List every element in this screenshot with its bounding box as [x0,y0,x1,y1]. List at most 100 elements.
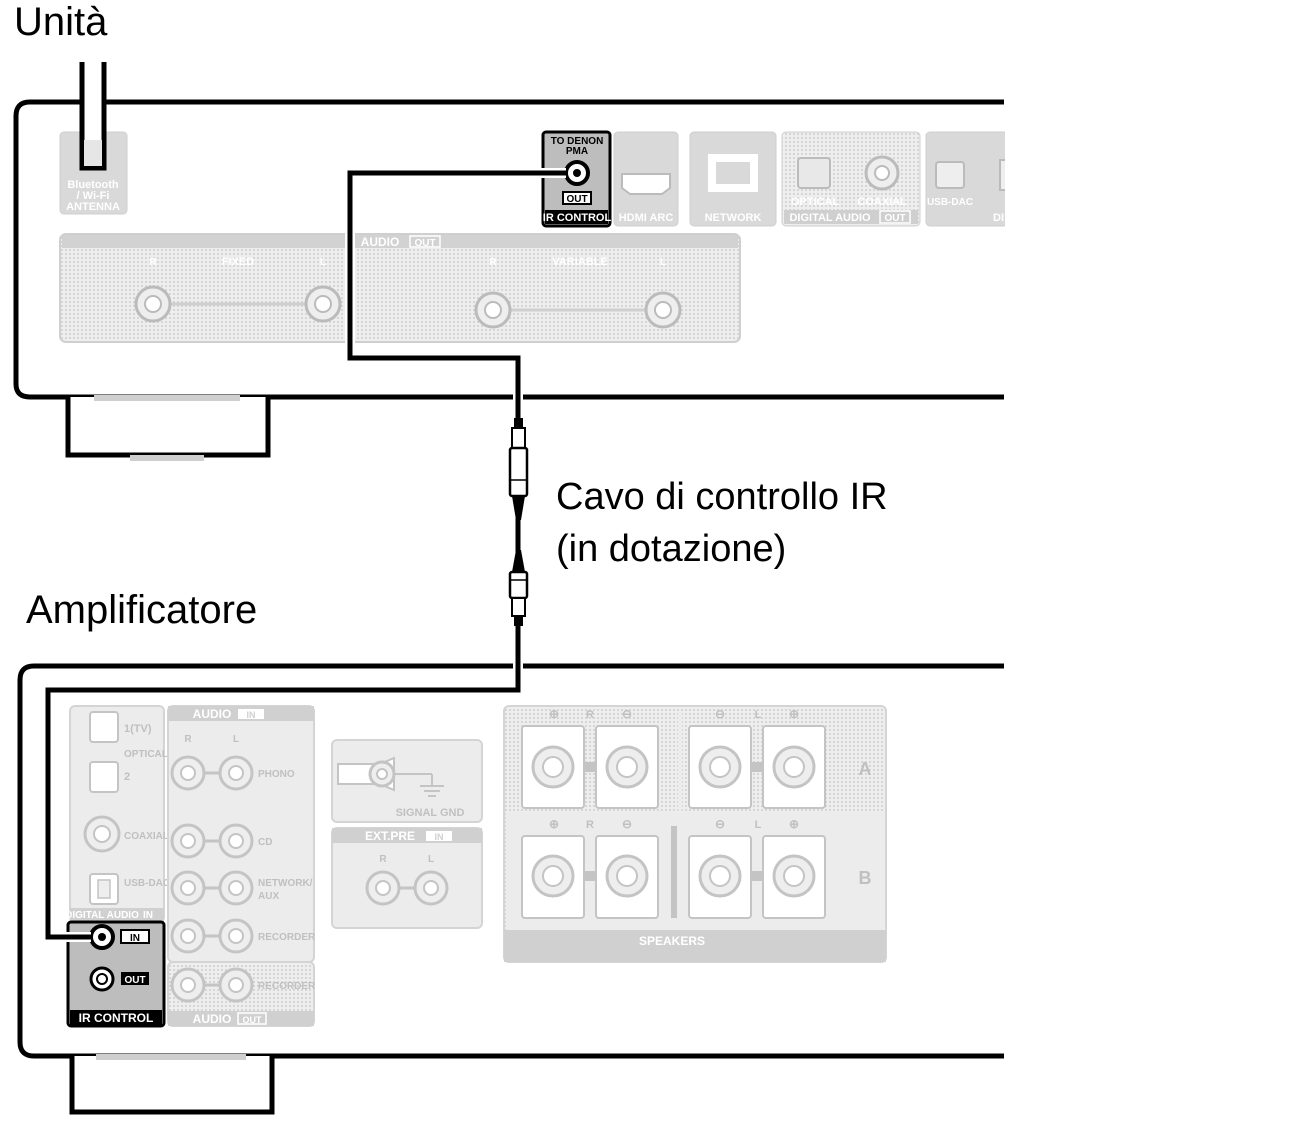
amp-coaxial-jack[interactable] [83,815,121,853]
fixed-l-jack[interactable] [304,285,342,323]
fixed-label: FIXED [222,256,254,268]
spk-a-l-label: L [755,709,762,721]
usb-dac-port[interactable]: USB-DAC DI [925,131,1017,227]
antenna-label-2: / Wi-Fi [77,190,110,202]
svg-text:⊖: ⊖ [622,707,632,721]
network-aux-jacks[interactable] [170,870,254,906]
variable-label: VARIABLE [552,256,607,268]
unit-label: Unità [14,0,108,44]
hdmi-arc-port[interactable]: HDMI ARC [613,131,679,227]
svg-text:⊕: ⊕ [549,707,559,721]
amp-audio-out-label: AUDIO [193,1012,232,1026]
audio-out-label: AUDIO [361,235,400,249]
spk-b-l-label: L [755,819,762,831]
network-aux-label-2: AUX [258,891,279,902]
ext-pre-l-label: L [428,854,434,865]
ethernet-icon [708,154,758,192]
ir-control-cable [43,168,566,942]
cd-label: CD [258,837,272,848]
svg-text:⊖: ⊖ [715,817,725,831]
usb-icon [935,161,965,189]
svg-text:⊕: ⊕ [789,817,799,831]
signal-gnd-terminal[interactable]: SIGNAL GND [331,739,483,823]
recorder-in-jacks[interactable] [170,918,254,954]
recorder-out-label: RECORDER [258,981,316,992]
speakers-label: SPEAKERS [639,934,705,948]
svg-text:⊕: ⊕ [789,707,799,721]
audio-out-badge: OUT [414,238,435,249]
antenna: Bluetooth / Wi-Fi ANTENNA [59,62,128,215]
optical-label: OPTICAL [791,196,840,208]
dig-partial-label: DI [993,212,1004,224]
amp-audio-in-block: AUDIO IN R L PHONO CD NETWORK/ [167,705,316,963]
row-b-label: B [859,868,872,888]
amp-coaxial-label: COAXIAL [124,831,169,842]
speakers-block: SPEAKERS ⊕ R ⊖ ⊖ L ⊕ ⊕ R ⊖ ⊖ L ⊕ [503,705,887,963]
amp-digital-audio-label: DIGITAL AUDIO [65,910,139,921]
amp-ir-in-badge: IN [130,933,140,944]
unit-ir-control-port[interactable]: TO DENON PMA OUT IR CONTROL [541,130,612,228]
amplifier-foot [69,1056,275,1115]
fixed-l-label: L [320,257,326,268]
amp-ir-control-port[interactable]: IN OUT IR CONTROL [66,920,166,1028]
audio-out-block: AUDIO OUT R FIXED L R VARIABLE L [59,233,741,343]
recorder-out-jacks[interactable] [170,967,254,1003]
unit-foot [65,397,271,458]
svg-text:⊖: ⊖ [715,707,725,721]
optical-2-label: 2 [124,771,130,783]
to-denon-label: TO DENON [551,136,604,147]
ext-pre-jacks[interactable] [365,870,449,906]
optical-icon [797,157,831,189]
cable-label-line2: (in dotazione) [556,528,787,570]
digital-audio-label: DIGITAL AUDIO [789,212,871,224]
svg-text:⊖: ⊖ [622,817,632,831]
amp-audio-out-badge: OUT [243,1015,263,1025]
variable-r-jack[interactable] [474,291,512,329]
optical-1-icon[interactable] [89,711,119,743]
amp-usb-dac-label: USB-DAC [124,878,170,889]
speaker-terminals-a[interactable] [521,725,826,809]
antenna-label-1: Bluetooth [67,179,119,191]
hdmi-icon [621,173,671,195]
amp-audio-r-label: R [184,734,192,745]
coaxial-label: COAXIAL [857,196,907,208]
amplifier-device: 1(TV) OPTICAL 2 COAXIAL USB-DAC DIGITAL … [17,663,1004,1115]
optical-label: OPTICAL [124,749,168,760]
network-aux-label-1: NETWORK/ [258,878,313,889]
variable-l-jack[interactable] [644,291,682,329]
svg-text:⊕: ⊕ [549,817,559,831]
amp-audio-in-badge: IN [247,710,256,720]
amplifier-label: Amplificatore [26,588,258,632]
speaker-terminals-b[interactable] [521,835,826,919]
fixed-r-label: R [149,257,157,268]
unit-chassis [13,99,1004,400]
cable-plug-top [508,418,529,520]
cd-jacks[interactable] [170,823,254,859]
network-port[interactable]: NETWORK [689,131,777,227]
phono-label: PHONO [258,769,295,780]
phono-jacks[interactable] [170,755,254,791]
network-label: NETWORK [705,212,762,224]
signal-gnd-label: SIGNAL GND [396,807,465,819]
fixed-r-jack[interactable] [134,285,172,323]
ext-pre-r-label: R [379,854,387,865]
ext-pre-in-block: EXT.PRE IN R L [331,827,483,929]
optical-2-icon[interactable] [89,761,119,793]
ground-icon [394,773,444,797]
cable-plug-bottom [508,550,529,626]
amp-ir-out-badge: OUT [124,975,145,986]
ir-control-label: IR CONTROL [543,212,612,224]
digital-audio-out-port[interactable]: OPTICAL COAXIAL DIGITAL AUDIO OUT [781,131,921,227]
hdmi-arc-label: HDMI ARC [619,212,674,224]
unit-device: Bluetooth / Wi-Fi ANTENNA TO DENON PMA O… [13,62,1045,461]
ext-pre-in-badge: IN [435,832,444,842]
tv1-label: 1(TV) [124,723,152,735]
amp-digital-audio-in: 1(TV) OPTICAL 2 COAXIAL USB-DAC DIGITAL … [65,705,170,923]
amplifier-chassis [17,663,1004,1059]
recorder-in-label: RECORDER [258,932,316,943]
amp-audio-l-label: L [233,734,239,745]
out-badge: OUT [566,194,587,205]
antenna-label-3: ANTENNA [66,201,120,213]
ext-pre-label: EXT.PRE [365,829,415,843]
